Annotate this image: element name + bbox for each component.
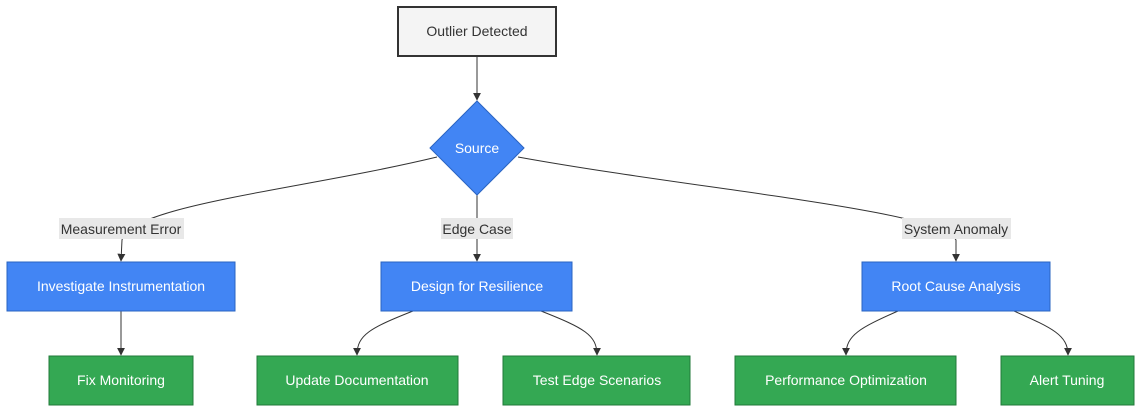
node-root-cause-analysis-shape xyxy=(861,261,1051,312)
edge-label-edge-case: Edge Case xyxy=(441,218,513,239)
node-alert-tuning-shape xyxy=(1000,355,1135,406)
node-design-for-resilience-shape xyxy=(380,261,573,312)
edge-source-to-root-cause xyxy=(517,156,960,262)
edge-root-to-performance xyxy=(842,310,899,356)
decision-source-label: Source xyxy=(455,140,500,156)
node-fix-monitoring[interactable]: Fix Monitoring xyxy=(48,355,194,406)
node-test-edge-scenarios-shape xyxy=(502,355,691,406)
node-root-cause-analysis-label: Root Cause Analysis xyxy=(891,278,1020,294)
decision-source[interactable]: Source xyxy=(429,100,525,196)
edge-label-system-anomaly: System Anomaly xyxy=(902,218,1011,239)
edge-label-measurement-error: Measurement Error xyxy=(59,218,184,239)
node-test-edge-scenarios-label: Test Edge Scenarios xyxy=(533,372,661,388)
edge-source-to-investigate xyxy=(117,156,438,262)
node-alert-tuning-label: Alert Tuning xyxy=(1030,372,1105,388)
svg-text:Measurement Error: Measurement Error xyxy=(61,221,182,237)
svg-text:Edge Case: Edge Case xyxy=(442,221,511,237)
node-root-cause-analysis[interactable]: Root Cause Analysis xyxy=(861,261,1051,312)
node-fix-monitoring-label: Fix Monitoring xyxy=(77,372,165,388)
node-investigate-instrumentation-label: Investigate Instrumentation xyxy=(37,278,205,294)
node-design-for-resilience[interactable]: Design for Resilience xyxy=(380,261,573,312)
node-investigate-instrumentation[interactable]: Investigate Instrumentation xyxy=(6,261,236,312)
node-test-edge-scenarios[interactable]: Test Edge Scenarios xyxy=(502,355,691,406)
node-update-documentation-label: Update Documentation xyxy=(285,372,428,388)
edge-design-to-test-edge xyxy=(540,310,601,356)
svg-text:System Anomaly: System Anomaly xyxy=(904,221,1008,237)
node-performance-optimization-label: Performance Optimization xyxy=(765,372,927,388)
edge-design-to-update-doc xyxy=(353,310,414,356)
node-update-documentation[interactable]: Update Documentation xyxy=(256,355,459,406)
node-performance-optimization-shape xyxy=(734,355,957,406)
node-outlier-detected[interactable]: Outlier Detected xyxy=(397,6,557,57)
node-outlier-detected-shape xyxy=(397,6,557,57)
node-outlier-detected-label: Outlier Detected xyxy=(426,23,527,39)
node-alert-tuning[interactable]: Alert Tuning xyxy=(1000,355,1135,406)
node-update-documentation-shape xyxy=(256,355,459,406)
node-fix-monitoring-shape xyxy=(48,355,194,406)
node-investigate-instrumentation-shape xyxy=(6,261,236,312)
decision-source-shape xyxy=(429,100,525,196)
node-design-for-resilience-label: Design for Resilience xyxy=(411,278,543,294)
edge-root-to-alert xyxy=(1013,310,1072,356)
node-performance-optimization[interactable]: Performance Optimization xyxy=(734,355,957,406)
